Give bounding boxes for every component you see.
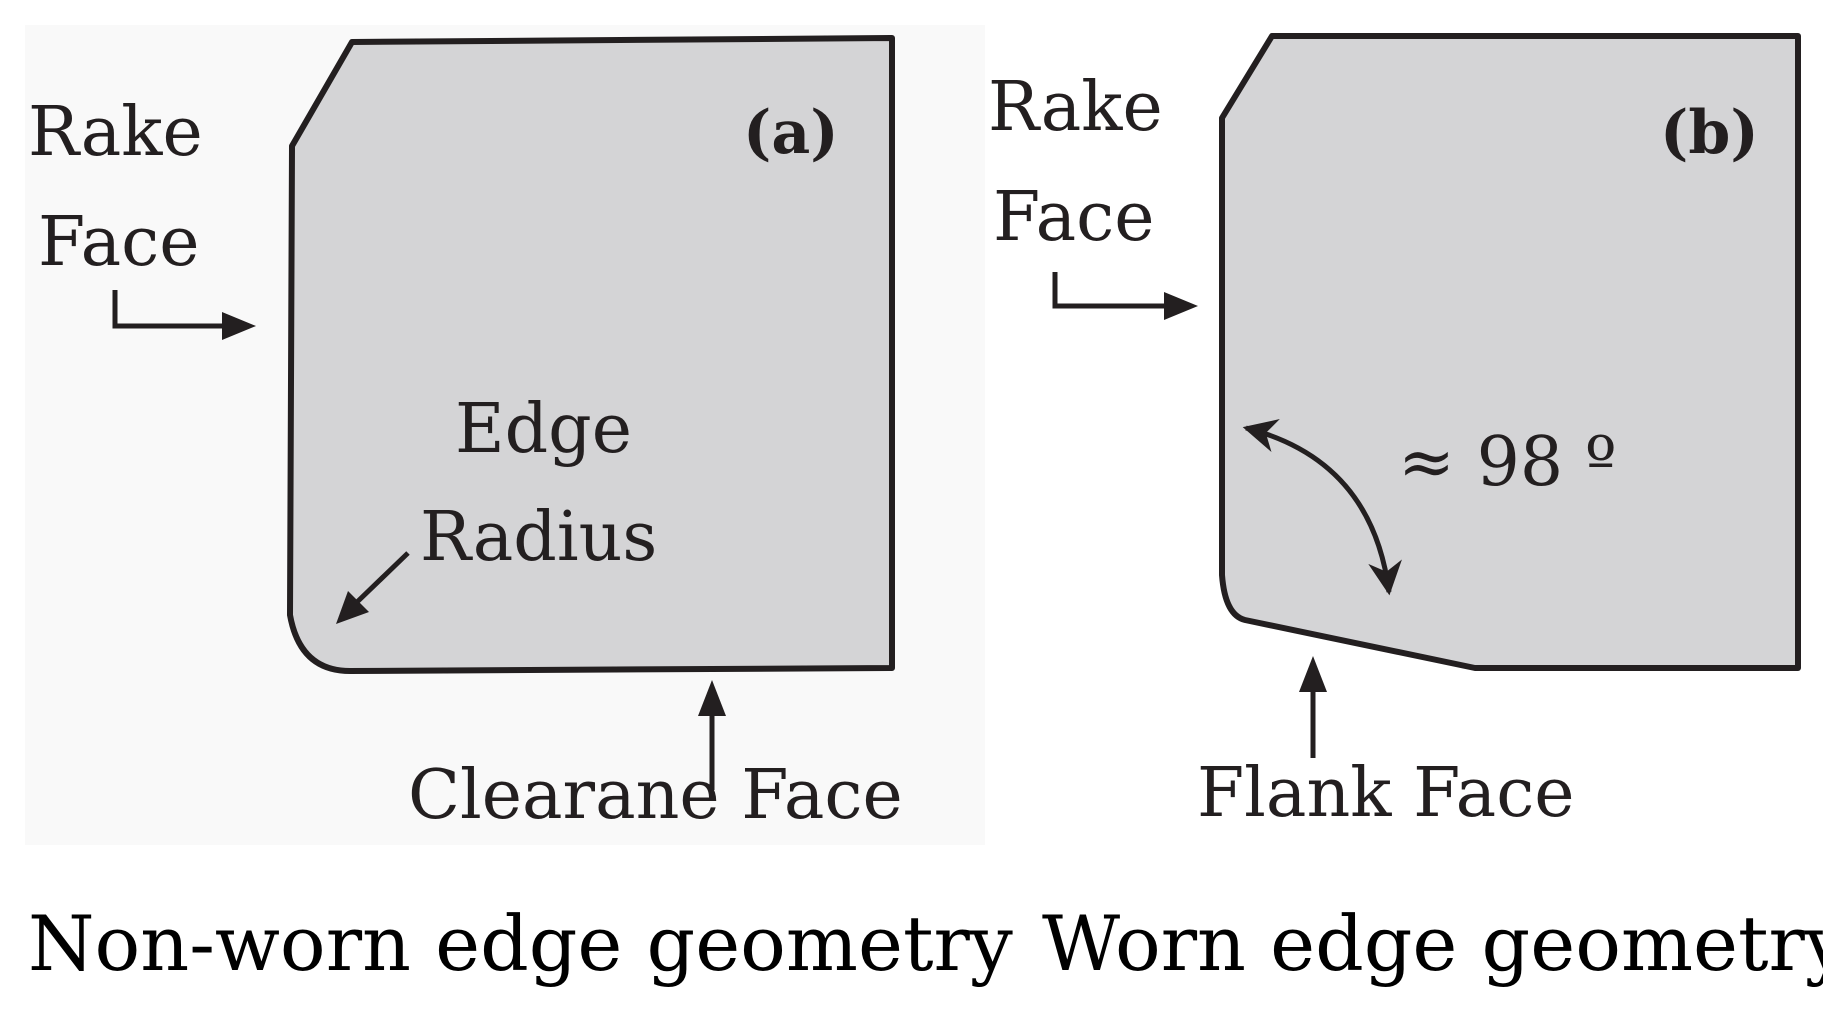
edge-radius-arrow xyxy=(336,551,410,624)
caption-a: Non-worn edge geometry xyxy=(28,899,1013,988)
panel-label-b: (b) xyxy=(1660,98,1759,168)
angle-arc-arrow xyxy=(1242,419,1402,596)
flank-face-label: Flank Face xyxy=(1197,754,1575,833)
clearance-face-label: Clearane Face xyxy=(408,756,903,835)
rake-face-arrow-a xyxy=(112,290,256,340)
angle-label: ≈ 98 º xyxy=(1398,423,1617,502)
rake-face-label-a-line1: Rake xyxy=(28,93,203,172)
rake-face-label-a-line2: Face xyxy=(38,203,199,282)
rake-face-label-b-line1: Rake xyxy=(988,68,1163,147)
caption-b: Worn edge geometry xyxy=(1042,899,1823,988)
clearance-face-arrow xyxy=(698,680,726,790)
edge-radius-label-line2: Radius xyxy=(420,498,657,577)
panel-label-a: (a) xyxy=(743,98,839,168)
tool-shape-a xyxy=(287,35,895,674)
flank-face-arrow xyxy=(1299,656,1327,758)
edge-radius-label-line1: Edge xyxy=(455,390,632,469)
rake-face-label-b-line2: Face xyxy=(993,178,1154,257)
rake-face-arrow-b xyxy=(1052,272,1198,320)
